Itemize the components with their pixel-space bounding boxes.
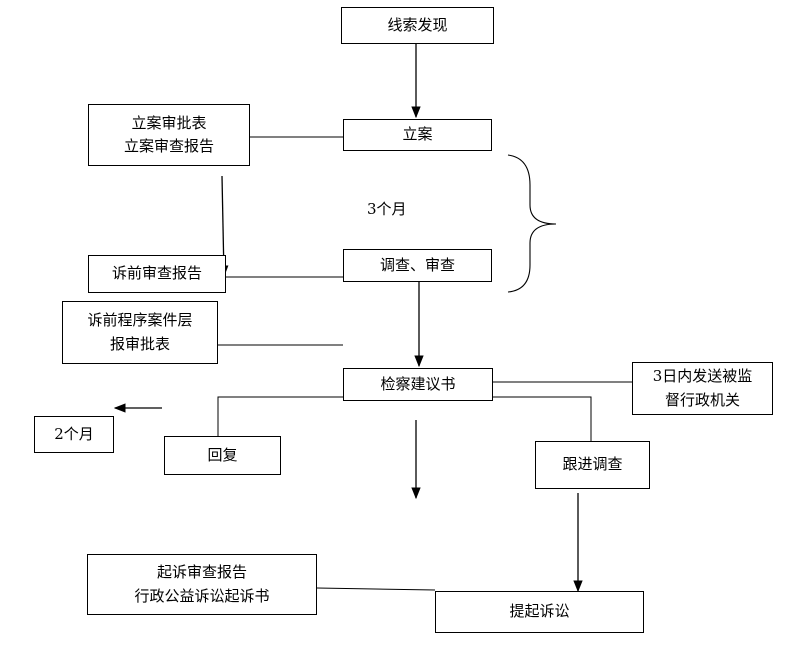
label-three-months: 3个月 xyxy=(367,200,407,218)
node-send-in-3-days: 3日内发送被监 督行政机关 xyxy=(632,362,773,415)
node-pretrial-procedure: 诉前程序案件层 报审批表 xyxy=(62,301,218,364)
node-send-in-3-days-line1: 3日内发送被监 xyxy=(652,367,753,386)
three-month-brace xyxy=(507,154,557,293)
node-clue-found-label: 线索发现 xyxy=(387,15,448,34)
node-approval-form: 立案审批表 立案审查报告 xyxy=(88,104,250,166)
node-prosecution-report-line1: 起诉审查报告 xyxy=(156,563,247,582)
node-follow-up: 跟进调查 xyxy=(535,441,650,489)
node-file-case-label: 立案 xyxy=(402,125,433,144)
node-follow-up-label: 跟进调查 xyxy=(562,455,623,474)
node-investigate: 调查、审查 xyxy=(343,249,492,282)
node-send-in-3-days-line2: 督行政机关 xyxy=(664,390,740,409)
node-pretrial-procedure-line2: 报审批表 xyxy=(109,334,170,353)
node-procuratorial-proposal: 检察建议书 xyxy=(343,368,493,401)
node-clue-found: 线索发现 xyxy=(341,7,494,44)
node-prosecution-report-line2: 行政公益诉讼起诉书 xyxy=(134,586,270,605)
node-approval-form-line1: 立案审批表 xyxy=(131,113,207,132)
node-procuratorial-proposal-label: 检察建议书 xyxy=(380,374,456,393)
node-reply: 回复 xyxy=(164,436,281,475)
node-file-lawsuit-label: 提起诉讼 xyxy=(509,602,570,621)
node-file-lawsuit: 提起诉讼 xyxy=(435,591,644,633)
line-prosecution-report-to-lawsuit xyxy=(316,587,436,591)
node-file-case: 立案 xyxy=(343,119,492,151)
line-branch-to-follow-up xyxy=(493,396,592,441)
node-investigate-label: 调查、审查 xyxy=(379,255,455,274)
node-pretrial-report-label: 诉前审查报告 xyxy=(111,264,202,283)
node-two-months: 2个月 xyxy=(34,416,114,453)
node-prosecution-report: 起诉审查报告 行政公益诉讼起诉书 xyxy=(87,554,317,615)
node-approval-form-line2: 立案审查报告 xyxy=(123,137,214,155)
node-pretrial-report: 诉前审查报告 xyxy=(88,255,226,293)
node-pretrial-procedure-line1: 诉前程序案件层 xyxy=(87,311,193,330)
node-two-months-label: 2个月 xyxy=(54,424,94,443)
line-branch-to-reply xyxy=(217,396,343,436)
node-reply-label: 回复 xyxy=(207,445,238,464)
